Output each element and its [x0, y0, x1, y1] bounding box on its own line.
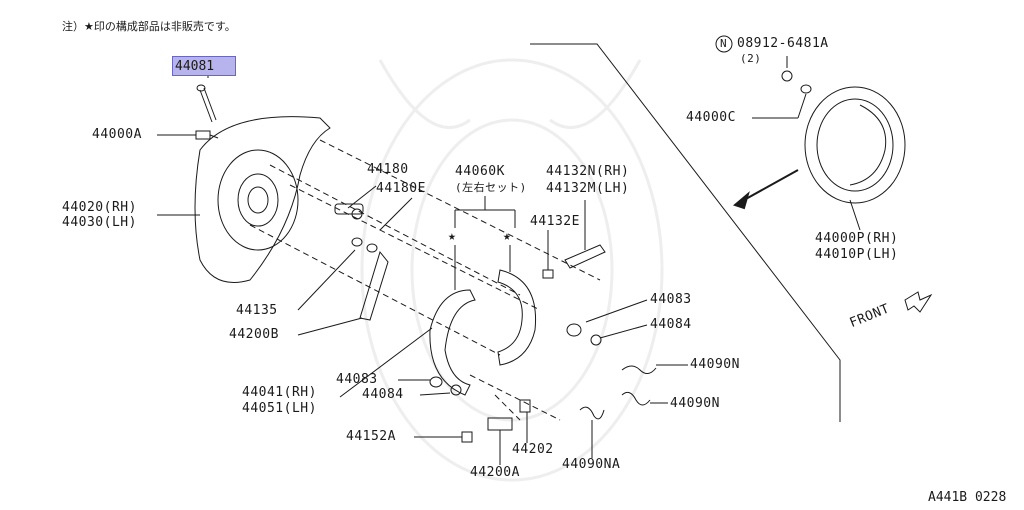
- leader-44000P: [849, 199, 861, 231]
- bleeder-44152A: [461, 431, 473, 443]
- assembly-lines: [249, 139, 601, 421]
- springs-44083-44084: [429, 323, 602, 396]
- part-label-08912[interactable]: 08912-6481A: [737, 36, 829, 51]
- part-number-44081[interactable]: 44081: [175, 59, 215, 74]
- part-label-44010P[interactable]: 44010P(LH): [815, 247, 899, 262]
- part-label-44090Nb[interactable]: 44090N: [670, 396, 720, 411]
- part-label-44084a[interactable]: 44084: [650, 317, 692, 332]
- part-label-44000C[interactable]: 44000C: [686, 110, 736, 125]
- part-label-44090Na[interactable]: 44090N: [690, 357, 740, 372]
- badge-circle: [715, 35, 733, 53]
- notice-text: 注）★印の構成部品は非販売です。: [62, 20, 236, 33]
- leader-44135: [297, 249, 356, 311]
- front-arrow-icon: [904, 291, 933, 313]
- bracket-44060K: [454, 196, 516, 290]
- part-label-44083b[interactable]: 44083: [336, 372, 378, 387]
- brake-shoe-rear: [497, 269, 537, 366]
- part-label-44202[interactable]: 44202: [512, 442, 554, 457]
- part-label-44030[interactable]: 44030(LH): [62, 215, 137, 230]
- leader-44084a: [599, 324, 648, 339]
- direction-arrow: [732, 169, 799, 210]
- nut-08912: [781, 70, 793, 82]
- part-label-44152A[interactable]: 44152A: [346, 429, 396, 444]
- badge-n-icon: N: [720, 37, 728, 50]
- adjuster-44180: [334, 203, 364, 220]
- wheel-cylinder-44200A: [487, 399, 531, 431]
- part-label-44180[interactable]: 44180: [367, 162, 409, 177]
- part-label-44200A[interactable]: 44200A: [470, 465, 520, 480]
- adjuster-lever-44132N: [564, 244, 606, 269]
- part-label-44132E[interactable]: 44132E: [530, 214, 580, 229]
- star-marker-1: ★: [448, 229, 457, 244]
- leader-44041: [339, 327, 433, 398]
- bolt-44000A: [195, 130, 219, 140]
- part-label-44020[interactable]: 44020(RH): [62, 200, 137, 215]
- brake-shoe-front: [429, 289, 476, 396]
- leader-44084b: [419, 392, 451, 396]
- watermark-emblem: [360, 58, 664, 482]
- star-marker-2: ★: [503, 229, 512, 244]
- leader-44083a: [585, 299, 648, 323]
- spring-44132E: [542, 269, 554, 279]
- part-label-44132N[interactable]: 44132N(RH): [546, 164, 630, 179]
- part-label-44180E[interactable]: 44180E: [376, 181, 426, 196]
- part-qty-08912: (2): [740, 52, 762, 65]
- backing-plate-assembly: [804, 86, 906, 204]
- part-label-44000P[interactable]: 44000P(RH): [815, 231, 899, 246]
- backing-plate: [194, 116, 331, 283]
- lever-44200B: [359, 250, 389, 321]
- part-label-44084b[interactable]: 44084: [362, 387, 404, 402]
- part-label-44060K[interactable]: 44060K: [455, 164, 505, 179]
- part-label-44051[interactable]: 44051(LH): [242, 401, 317, 416]
- part-label-44132M[interactable]: 44132M(LH): [546, 181, 630, 196]
- bolt-44081: [196, 84, 217, 123]
- leader-44200B: [297, 317, 363, 336]
- diagram-code: A441B 0228: [928, 490, 1007, 505]
- washer-44135: [351, 237, 363, 247]
- leader-44180E: [379, 197, 413, 231]
- part-label-44000A[interactable]: 44000A: [92, 127, 142, 142]
- part-label-44083a[interactable]: 44083: [650, 292, 692, 307]
- spring-44090Nb: [621, 391, 651, 406]
- part-label-44041[interactable]: 44041(RH): [242, 385, 317, 400]
- spring-44090NA: [579, 406, 605, 420]
- highlighted-part-box[interactable]: [172, 56, 236, 76]
- section-divider: [530, 43, 841, 422]
- part-label-44135[interactable]: 44135: [236, 303, 278, 318]
- part-label-44200B[interactable]: 44200B: [229, 327, 279, 342]
- leader-44180: [347, 185, 377, 209]
- part-label-44090NA[interactable]: 44090NA: [562, 457, 621, 472]
- spring-44090Na: [621, 365, 657, 374]
- part-label-44060K-sub: (左右セット): [455, 181, 527, 194]
